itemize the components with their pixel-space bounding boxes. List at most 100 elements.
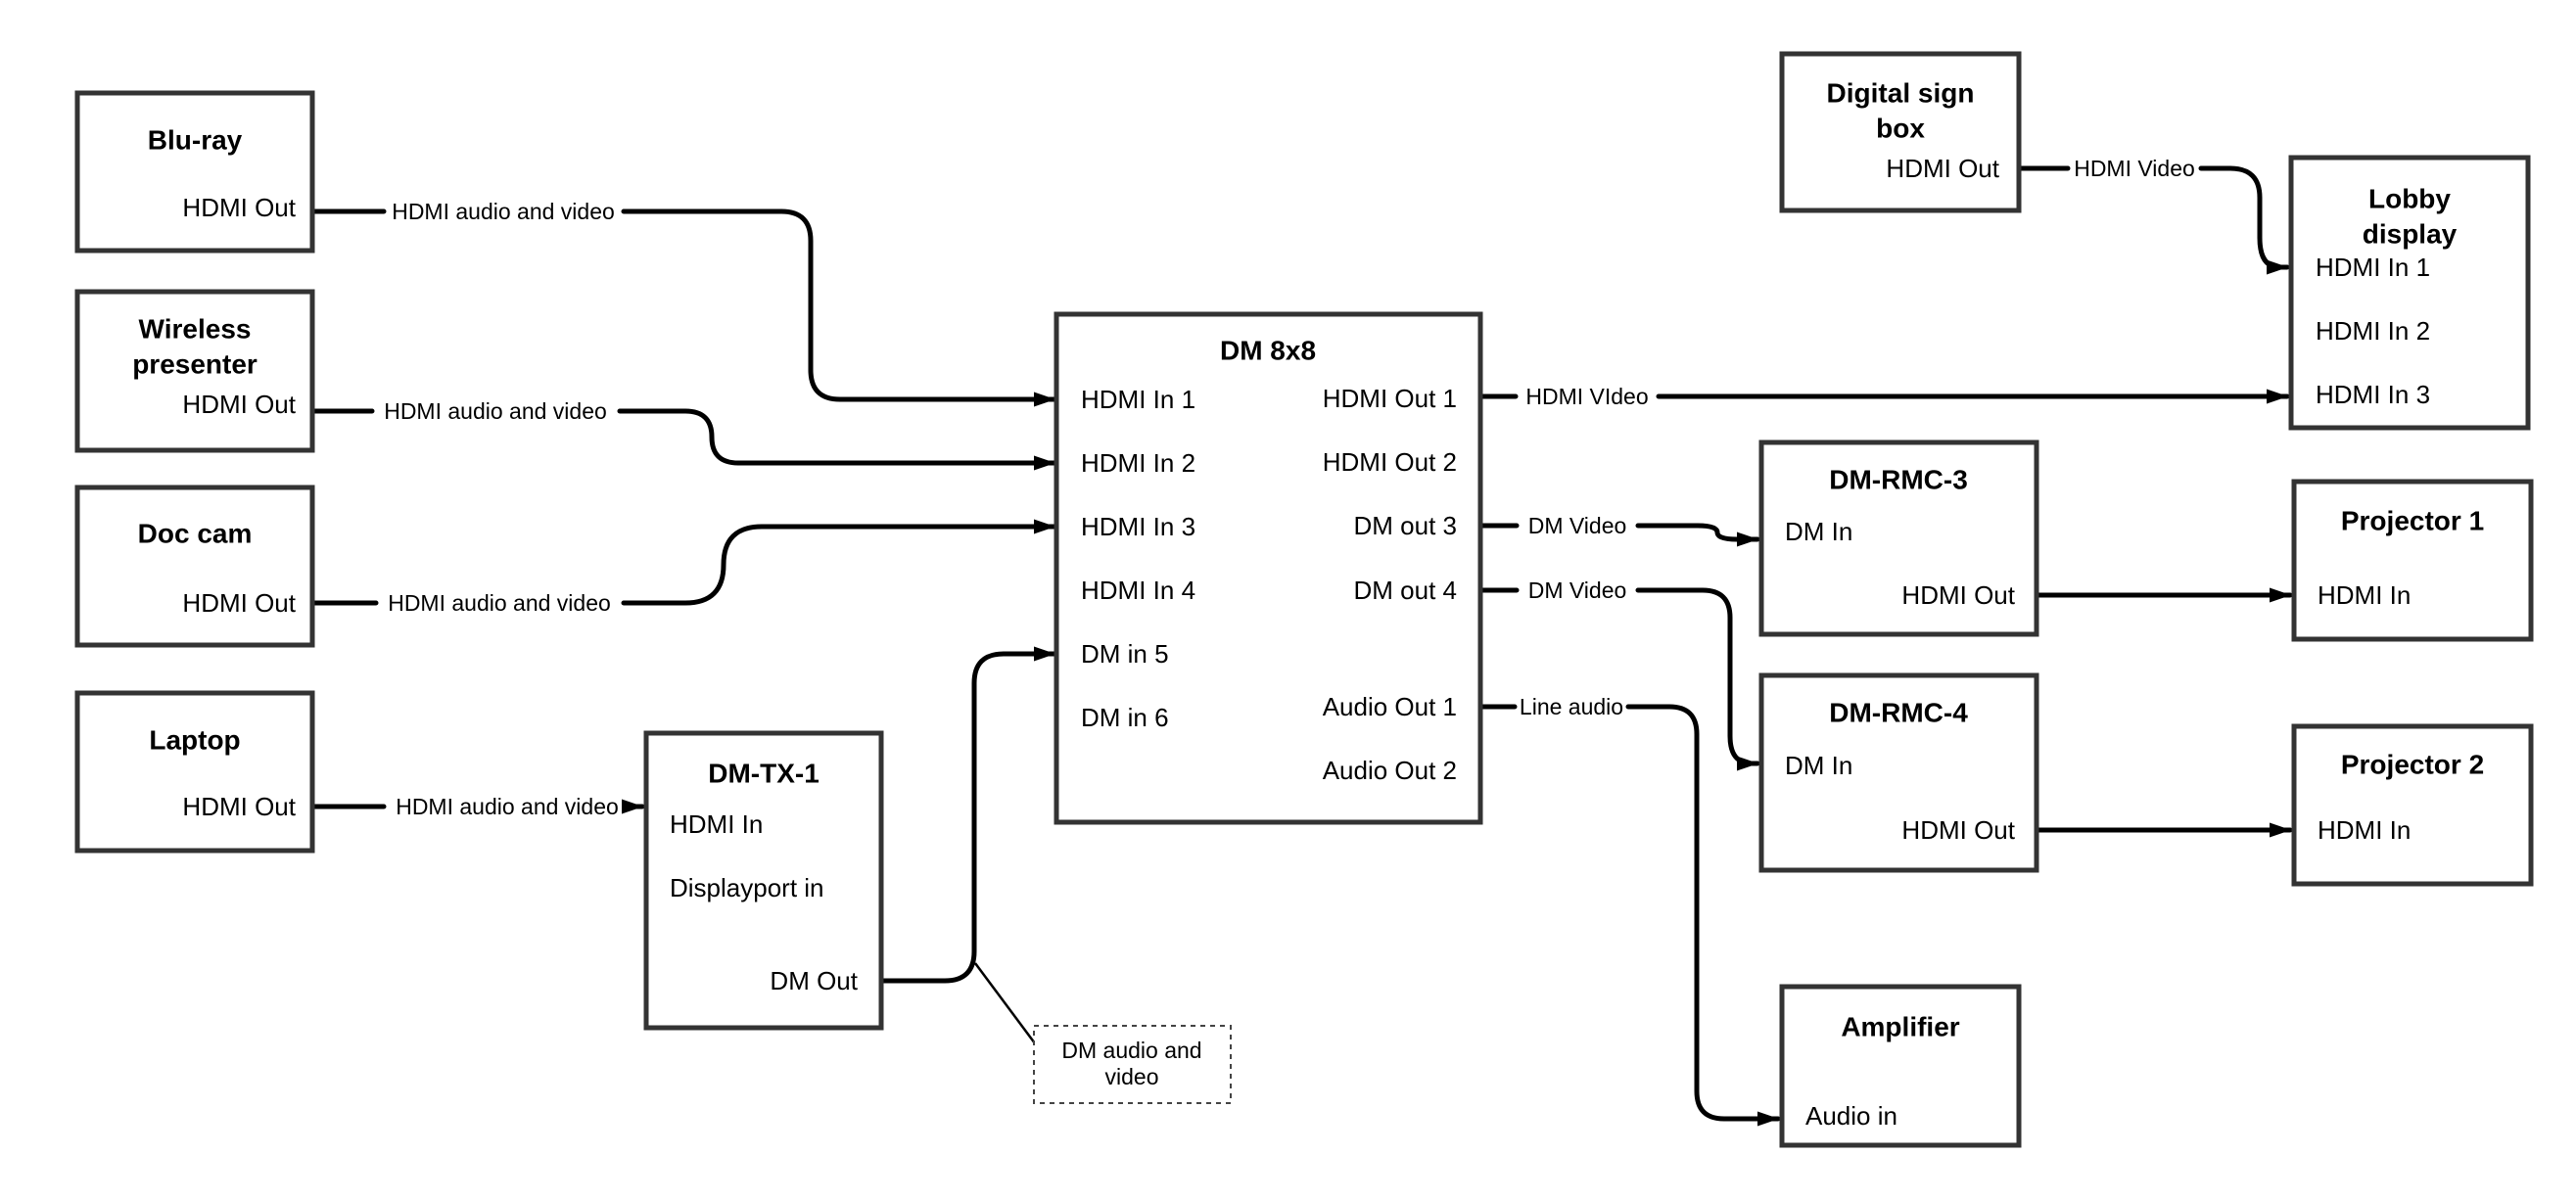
node-box-dm8x8 — [1054, 311, 1483, 825]
port-dmtx1-hdmi_in: HDMI In — [670, 809, 763, 839]
node-title-dmtx1: DM-TX-1 — [708, 759, 820, 789]
port-digitalsign-hdmi_out: HDMI Out — [1886, 154, 1999, 183]
port-doccam-hdmi_out: HDMI Out — [182, 588, 296, 618]
node-box-dmrmc4 — [1758, 672, 2039, 873]
port-dmrmc3-dm_in: DM In — [1785, 517, 1852, 546]
edge-line-doccam-hdmiout-to-dm8x8-hdmiin3-1 — [621, 519, 1057, 606]
node-title-dmrmc3: DM-RMC-3 — [1829, 465, 1968, 495]
callout-text-0: DM audio and — [1061, 1038, 1201, 1063]
node-box-dmtx1 — [643, 730, 884, 1031]
node-box-proj2 — [2291, 723, 2534, 887]
edge-line-bluray-hdmiout-to-dm8x8-hdmiin1-1 — [621, 208, 1057, 407]
edge-dm8x8-dmout4-to-dmrmc4-dmin: DM Video — [1477, 577, 1760, 771]
edge-line-dm8x8-dmout4-to-dmrmc4-dmin-1 — [1635, 587, 1760, 771]
port-dm8x8-hdmi_in_4: HDMI In 4 — [1081, 576, 1195, 605]
node-title-wireless: Wireless — [139, 314, 252, 345]
edge-doccam-hdmiout-to-dm8x8-hdmiin3: HDMI audio and video — [309, 519, 1057, 616]
port-dm8x8-dm_out_4: DM out 4 — [1354, 576, 1458, 605]
node-title-wireless-1: presenter — [132, 349, 258, 380]
port-lobby-hdmi_in_2: HDMI In 2 — [2316, 316, 2430, 346]
port-proj2-hdmi_in: HDMI In — [2318, 815, 2411, 845]
edge-dm8x8-hdmiout1-to-lobby-hdmiin3: HDMI VIdeo — [1477, 384, 2290, 409]
node-box-bluray — [74, 90, 315, 254]
node-box-doccam — [74, 485, 315, 648]
node-title-lobby-1: display — [2363, 219, 2458, 250]
port-amplifier-audio_in: Audio in — [1805, 1101, 1897, 1131]
node-title-doccam: Doc cam — [138, 519, 253, 549]
edge-line-wireless-hdmiout-to-dm8x8-hdmiin2-1 — [617, 408, 1057, 471]
edge-label-wireless-hdmiout-to-dm8x8-hdmiin2: HDMI audio and video — [384, 398, 607, 424]
node-title-proj2: Projector 2 — [2341, 750, 2484, 780]
port-dmtx1-dm_out: DM Out — [770, 966, 858, 995]
edge-dm8x8-audioout1-to-amplifier-audioin: Line audio — [1477, 694, 1781, 1127]
edge-label-dm8x8-dmout4-to-dmrmc4-dmin: DM Video — [1528, 577, 1627, 603]
port-dmrmc3-hdmi_out: HDMI Out — [1901, 580, 2015, 610]
callout-leader-line — [973, 962, 1037, 1044]
port-dm8x8-hdmi_in_1: HDMI In 1 — [1081, 385, 1195, 414]
edge-dm8x8-dmout3-to-dmrmc3-dmin: DM Video — [1477, 513, 1760, 547]
port-dm8x8-audio_out_2: Audio Out 2 — [1323, 756, 1457, 785]
node-title-bluray: Blu-ray — [148, 125, 243, 156]
port-dm8x8-hdmi_in_3: HDMI In 3 — [1081, 512, 1195, 541]
node-title-laptop: Laptop — [149, 725, 240, 756]
edge-label-doccam-hdmiout-to-dm8x8-hdmiin3: HDMI audio and video — [388, 590, 611, 616]
node-title-dmrmc4: DM-RMC-4 — [1829, 698, 1968, 728]
port-dm8x8-hdmi_out_1: HDMI Out 1 — [1323, 384, 1457, 413]
callout-text-1: video — [1105, 1064, 1159, 1089]
node-box-proj1 — [2291, 479, 2534, 642]
edge-digitalsign-hdmiout-to-lobby-hdmiin1: HDMI Video — [2016, 156, 2290, 275]
edge-label-dm8x8-audioout1-to-amplifier-audioin: Line audio — [1520, 694, 1623, 719]
edge-wireless-hdmiout-to-dm8x8-hdmiin2: HDMI audio and video — [309, 398, 1057, 471]
node-box-digitalsign — [1779, 51, 2022, 213]
node-title-amplifier: Amplifier — [1841, 1012, 1959, 1042]
node-box-laptop — [74, 690, 315, 854]
node-title-lobby: Lobby — [2368, 184, 2451, 214]
node-dmrmc3: DM-RMC-3 DM In HDMI Out — [1758, 439, 2039, 637]
edge-line-digitalsign-hdmiout-to-lobby-hdmiin1-1 — [2198, 165, 2290, 275]
port-dm8x8-dm_out_3: DM out 3 — [1354, 511, 1458, 540]
edge-label-digitalsign-hdmiout-to-lobby-hdmiin1: HDMI Video — [2074, 156, 2195, 181]
edge-label-dm8x8-hdmiout1-to-lobby-hdmiin3: HDMI VIdeo — [1525, 384, 1648, 409]
edge-bluray-hdmiout-to-dm8x8-hdmiin1: HDMI audio and video — [309, 199, 1057, 407]
node-box-lobby — [2288, 155, 2531, 431]
edge-label-bluray-hdmiout-to-dm8x8-hdmiin1: HDMI audio and video — [392, 199, 615, 224]
port-dm8x8-audio_out_1: Audio Out 1 — [1323, 692, 1457, 721]
port-dmtx1-displayport_in: Displayport in — [670, 873, 824, 902]
edge-line-dmtx1-dmout-to-dm8x8-dmin5-0 — [878, 646, 1057, 984]
edge-label-dm8x8-dmout3-to-dmrmc3-dmin: DM Video — [1528, 513, 1627, 538]
node-box-amplifier — [1779, 984, 2022, 1148]
port-dm8x8-dm_in_6: DM in 6 — [1081, 703, 1169, 732]
port-dm8x8-dm_in_5: DM in 5 — [1081, 639, 1169, 669]
node-proj2: Projector 2 HDMI In — [2291, 723, 2534, 887]
callout-box — [1033, 1025, 1232, 1104]
node-title-proj1: Projector 1 — [2341, 506, 2484, 536]
port-lobby-hdmi_in_3: HDMI In 3 — [2316, 380, 2430, 409]
node-title-digitalsign-1: box — [1876, 114, 1925, 144]
edge-line-dm8x8-audioout1-to-amplifier-audioin-1 — [1625, 704, 1781, 1127]
port-wireless-hdmi_out: HDMI Out — [182, 390, 296, 419]
port-bluray-hdmi_out: HDMI Out — [182, 193, 296, 222]
port-dmrmc4-dm_in: DM In — [1785, 751, 1852, 780]
edge-label-laptop-hdmiout-to-dmtx1-hdmiin: HDMI audio and video — [396, 794, 619, 819]
port-dm8x8-hdmi_out_2: HDMI Out 2 — [1323, 447, 1457, 477]
node-box-wireless — [74, 289, 315, 453]
edge-line-dm8x8-dmout3-to-dmrmc3-dmin-1 — [1635, 523, 1760, 547]
edge-dmtx1-dmout-to-dm8x8-dmin5 — [878, 646, 1057, 984]
edge-laptop-hdmiout-to-dmtx1-hdmiin: HDMI audio and video — [309, 794, 645, 819]
port-laptop-hdmi_out: HDMI Out — [182, 792, 296, 821]
